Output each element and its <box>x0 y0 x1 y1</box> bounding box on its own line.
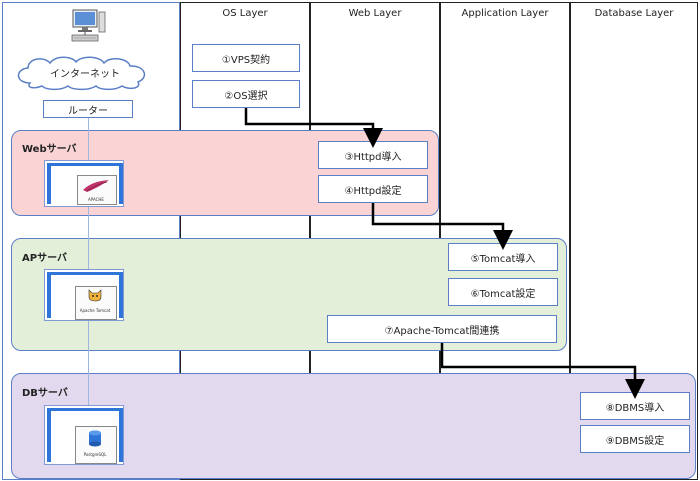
ap-server-label: APサーバ <box>22 253 67 264</box>
step-os-select[interactable]: ②OS選択 <box>192 80 300 108</box>
step-label: ⑥Tomcat設定 <box>470 288 536 300</box>
arrow-web-to-app <box>371 203 513 250</box>
step-label: ⑤Tomcat導入 <box>470 253 536 265</box>
server-stripe <box>47 272 51 318</box>
step-tomcat-install[interactable]: ⑤Tomcat導入 <box>448 243 558 271</box>
application-layer-title: Application Layer <box>461 8 549 19</box>
step-httpd-install[interactable]: ③Httpd導入 <box>318 141 428 169</box>
arrow-app-to-db <box>440 343 645 399</box>
computer-icon <box>71 9 106 42</box>
step-dbms-config[interactable]: ⑨DBMS設定 <box>580 425 690 453</box>
internet-label: インターネット <box>50 69 120 80</box>
web-layer-title: Web Layer <box>348 8 402 19</box>
logo-frame <box>75 286 117 320</box>
server-stripe <box>51 163 119 166</box>
server-stripe <box>47 408 51 462</box>
ap-server-icon: Apache Tomcat <box>44 269 124 321</box>
server-stripe <box>119 408 123 462</box>
step-tomcat-config[interactable]: ⑥Tomcat設定 <box>448 278 558 306</box>
step-label: ②OS選択 <box>224 90 268 102</box>
internet-cloud-icon <box>17 56 146 91</box>
web-server-label: Webサーバ <box>22 144 77 155</box>
server-stripe <box>119 272 123 318</box>
step-label: ⑦Apache-Tomcat間連携 <box>384 325 500 337</box>
step-vps-contract[interactable]: ①VPS契約 <box>192 44 300 72</box>
step-label: ③Httpd導入 <box>344 151 402 163</box>
database-layer-title: Database Layer <box>594 8 674 19</box>
step-label: ⑧DBMS導入 <box>605 402 665 414</box>
tomcat-logo-text: Apache Tomcat <box>79 308 111 313</box>
server-stripe <box>51 408 119 411</box>
server-stripe <box>119 163 123 204</box>
database-layer-column <box>570 2 698 480</box>
apache-feather-icon <box>83 180 109 192</box>
step-apache-tomcat-link[interactable]: ⑦Apache-Tomcat間連携 <box>327 315 557 343</box>
db-server-icon: PostgreSQL <box>44 405 124 465</box>
router-label: ルーター <box>68 105 108 117</box>
tomcat-icon <box>88 289 102 302</box>
arrow-os-to-web <box>244 108 383 148</box>
step-label: ①VPS契約 <box>221 54 271 66</box>
step-label: ④Httpd設定 <box>344 185 402 197</box>
router-box: ルーター <box>43 100 133 118</box>
step-httpd-config[interactable]: ④Httpd設定 <box>318 175 428 203</box>
apache-logo-text: APACHE <box>88 197 104 202</box>
server-stripe <box>47 163 51 204</box>
postgresql-logo-text: PostgreSQL <box>83 452 107 457</box>
os-layer-title: OS Layer <box>222 8 268 19</box>
web-server-icon: APACHE <box>44 160 124 207</box>
step-label: ⑨DBMS設定 <box>605 435 665 447</box>
db-server-label: DBサーバ <box>22 388 68 399</box>
postgresql-icon <box>89 430 101 447</box>
server-stripe <box>51 272 119 275</box>
